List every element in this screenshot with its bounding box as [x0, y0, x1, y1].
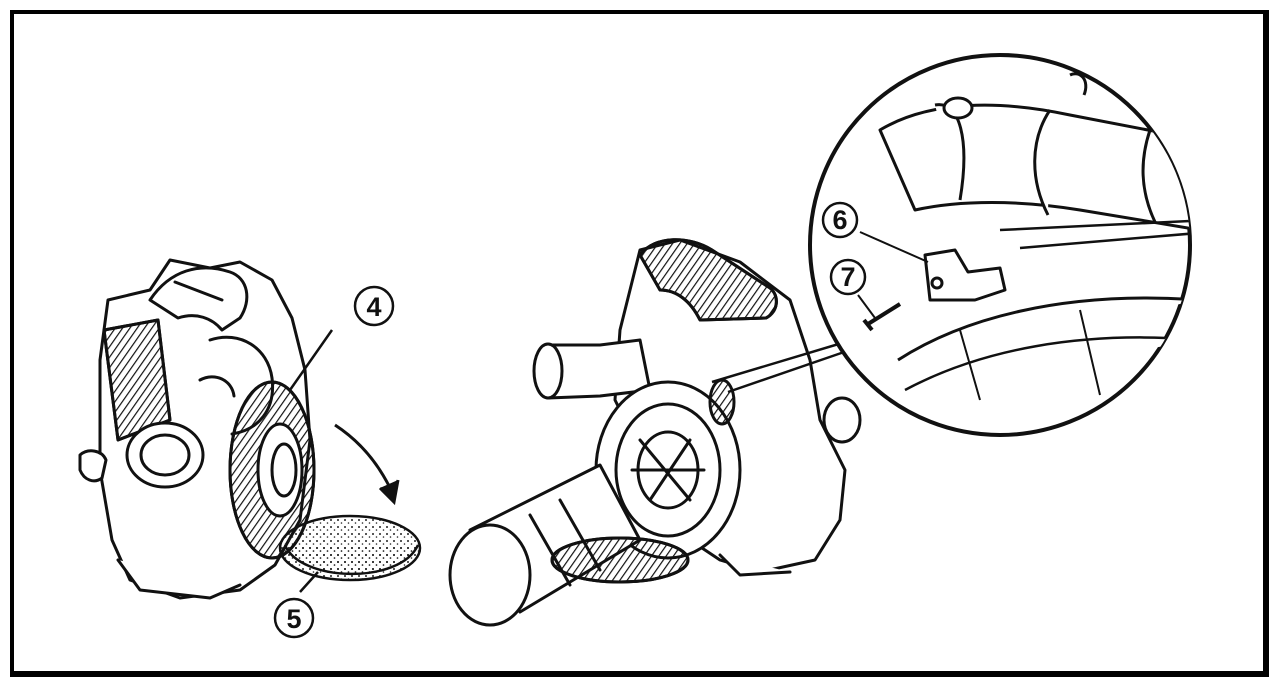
callout-4: 4: [288, 285, 395, 391]
air-filter-element: [278, 514, 422, 582]
callout-5-label: 5: [286, 604, 301, 634]
zoom-leader-lines: [711, 338, 853, 394]
left-blower-unit: [78, 258, 316, 600]
callout-4-label: 4: [366, 292, 381, 322]
detail-zoom-circle: [808, 53, 1192, 437]
callout-7: 7: [829, 258, 876, 319]
callout-6: 6: [821, 201, 929, 263]
removal-arrow: [334, 423, 400, 506]
right-blower-unit: [448, 238, 862, 627]
callout-7-label: 7: [840, 262, 855, 292]
callout-5: 5: [273, 571, 319, 639]
callout-6-label: 6: [832, 205, 847, 235]
